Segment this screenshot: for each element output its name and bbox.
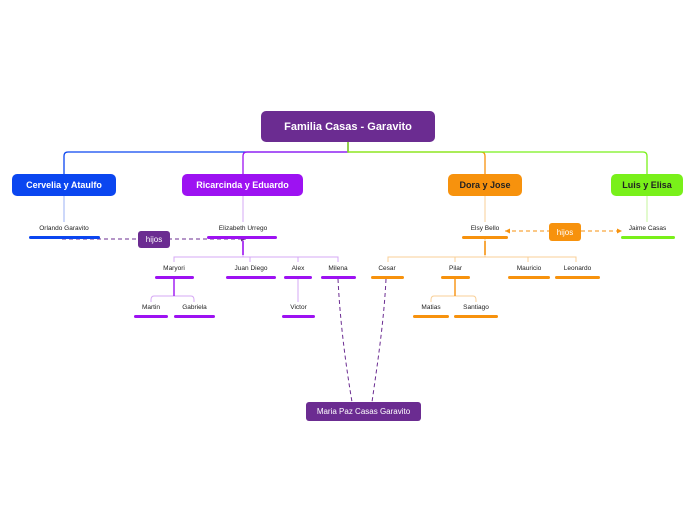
relation-hijos-right[interactable]: hijos: [549, 223, 581, 241]
underline-elizabeth: [207, 236, 277, 239]
underline-matias: [413, 315, 449, 318]
node-jaime-casas[interactable]: Jaime Casas: [628, 225, 667, 232]
relation-hijos-left[interactable]: hijos: [138, 231, 170, 248]
underline-jaime: [621, 236, 675, 239]
underline-juan-diego: [226, 276, 276, 279]
underline-elsy: [462, 236, 508, 239]
underline-martin: [134, 315, 168, 318]
underline-orlando: [29, 236, 100, 239]
branch-cervelia-y-ataulfo[interactable]: Cervelia y Ataulfo: [12, 174, 116, 196]
node-maryori[interactable]: Maryori: [163, 265, 185, 272]
underline-maryori: [155, 276, 194, 279]
underline-cesar: [371, 276, 404, 279]
node-milena[interactable]: Milena: [328, 265, 348, 272]
underline-victor: [282, 315, 315, 318]
node-elizabeth-urrego[interactable]: Elizabeth Urrego: [218, 225, 268, 232]
node-martin[interactable]: Martin: [141, 304, 161, 311]
underline-mauricio: [508, 276, 550, 279]
underline-alex: [284, 276, 312, 279]
node-juan-diego[interactable]: Juan Diego: [234, 265, 268, 272]
node-gabriela[interactable]: Gabriela: [182, 304, 207, 311]
node-leonardo[interactable]: Leonardo: [563, 265, 592, 272]
underline-gabriela: [174, 315, 215, 318]
node-santiago[interactable]: Santiago: [463, 304, 489, 311]
node-orlando-garavito[interactable]: Orlando Garavito: [39, 225, 89, 232]
branch-dora-y-jose[interactable]: Dora y Jose: [448, 174, 522, 196]
underline-leonardo: [555, 276, 600, 279]
underline-pilar: [441, 276, 470, 279]
node-maria-paz-casas-garavito[interactable]: Maria Paz Casas Garavito: [306, 402, 421, 421]
node-victor[interactable]: Victor: [290, 304, 307, 311]
node-cesar[interactable]: Cesar: [378, 265, 396, 272]
underline-santiago: [454, 315, 498, 318]
node-matias[interactable]: Matias: [421, 304, 441, 311]
node-pilar[interactable]: Pilar: [448, 265, 462, 272]
branch-luis-y-elisa[interactable]: Luis y Elisa: [611, 174, 683, 196]
node-alex[interactable]: Alex: [291, 265, 305, 272]
node-mauricio[interactable]: Mauricio: [516, 265, 542, 272]
root-node[interactable]: Familia Casas - Garavito: [261, 111, 435, 142]
underline-milena: [321, 276, 356, 279]
branch-ricarcinda-y-eduardo[interactable]: Ricarcinda y Eduardo: [182, 174, 303, 196]
node-elsy-bello[interactable]: Elsy Bello: [470, 225, 500, 232]
